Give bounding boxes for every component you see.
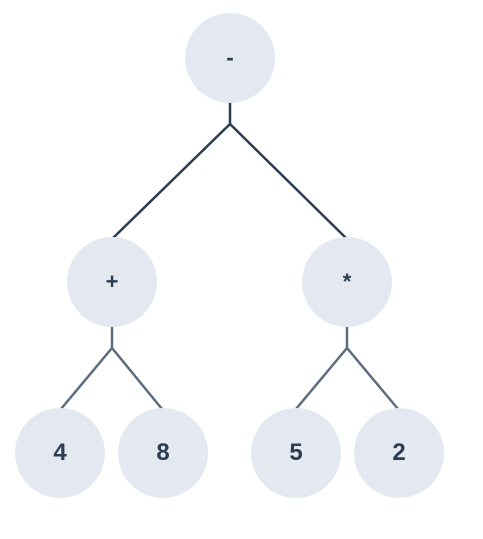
edge-multiply-to-5: [295, 347, 348, 410]
node-leaf-5: 5: [251, 408, 341, 498]
node-leaf-2: 2: [354, 408, 444, 498]
node-leaf-4: 4: [15, 408, 105, 498]
edge-multiply-to-2: [346, 347, 399, 410]
node-plus: +: [67, 237, 157, 327]
node-root-minus: -: [185, 13, 275, 103]
edge-plus-to-4: [60, 347, 113, 410]
edge-root-to-multiply: [229, 123, 348, 240]
node-multiply: *: [302, 237, 392, 327]
edge-plus-to-8: [111, 347, 163, 410]
edge-root-to-plus: [111, 123, 231, 240]
node-leaf-8: 8: [118, 408, 208, 498]
